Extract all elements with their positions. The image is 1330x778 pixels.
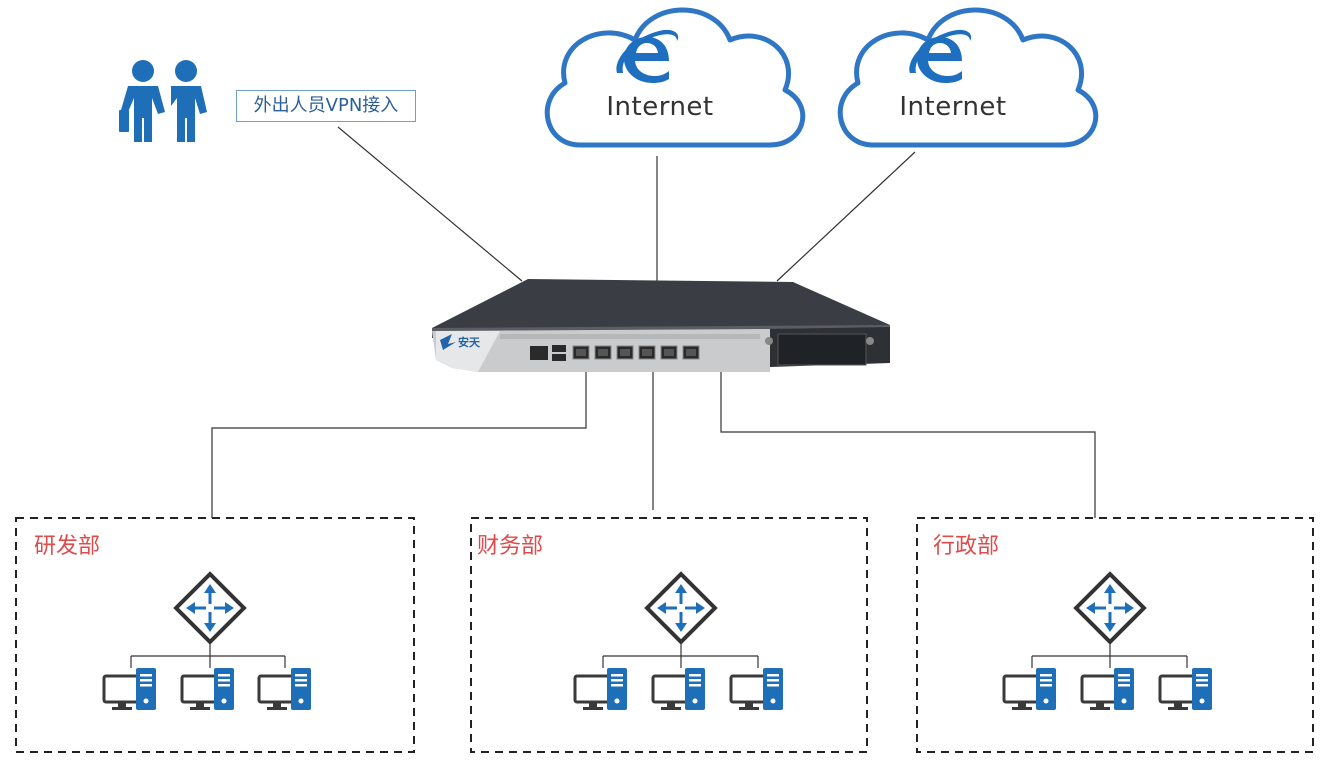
department-box-2: 财务部 bbox=[470, 517, 868, 753]
department-title: 研发部 bbox=[34, 534, 100, 559]
internet-label-1: Internet bbox=[606, 92, 714, 122]
computer-icon bbox=[729, 666, 785, 712]
internet-cloud-1 bbox=[547, 10, 803, 145]
people-icon bbox=[119, 60, 207, 142]
computer-icon bbox=[102, 666, 158, 712]
router-icon bbox=[645, 572, 717, 644]
lan-lines bbox=[602, 642, 759, 668]
connection-lines bbox=[211, 126, 1096, 518]
internet-label-2: Internet bbox=[899, 92, 1007, 122]
device-brand-label: 安天 bbox=[458, 335, 481, 349]
vpn-access-label: 外出人员VPN接入 bbox=[236, 90, 416, 122]
lan-lines bbox=[130, 642, 286, 668]
department-box-1: 研发部 bbox=[15, 517, 415, 753]
computer-icon bbox=[180, 666, 236, 712]
firewall-appliance: 安天 bbox=[432, 279, 890, 372]
computer-icon bbox=[1080, 666, 1136, 712]
router-icon bbox=[174, 572, 246, 644]
internet-cloud-2 bbox=[840, 10, 1096, 145]
router-icon bbox=[1074, 572, 1146, 644]
lan-lines bbox=[1031, 642, 1188, 668]
computer-icon bbox=[573, 666, 629, 712]
department-title: 财务部 bbox=[477, 534, 543, 559]
computer-icon bbox=[651, 666, 707, 712]
computer-icon bbox=[1158, 666, 1214, 712]
computer-icon bbox=[1002, 666, 1058, 712]
computer-icon bbox=[257, 666, 313, 712]
department-box-3: 行政部 bbox=[916, 517, 1314, 753]
department-title: 行政部 bbox=[933, 534, 999, 559]
ethernet-ports bbox=[530, 345, 700, 361]
antiy-logo: 安天 bbox=[440, 334, 481, 350]
